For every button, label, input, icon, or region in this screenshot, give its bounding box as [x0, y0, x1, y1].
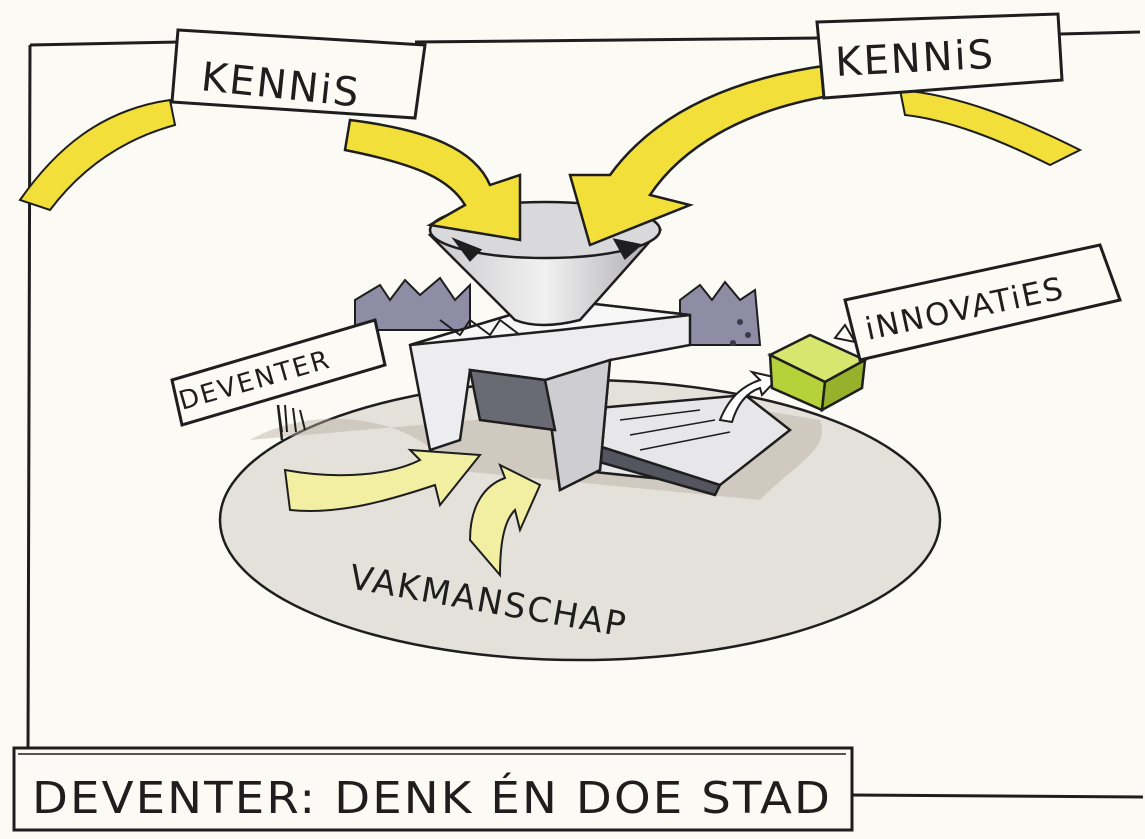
output-arrow — [718, 370, 780, 424]
city-skyline — [354, 276, 762, 346]
frame-border — [26, 30, 1144, 799]
knowledge-arrow-tails — [18, 88, 1083, 212]
kennis-left-box: KENNiS — [170, 28, 427, 120]
innovaties-box: iNNOVATiES — [833, 243, 1122, 362]
innovation-cube — [767, 333, 868, 413]
kennis-right-label: KENNiS — [834, 32, 996, 86]
knowledge-arrows — [343, 63, 837, 247]
kennis-right-box: KENNiS — [815, 12, 1064, 100]
caption-box: DEVENTER: DENK ÉN DOE STAD — [12, 746, 854, 832]
city-dots — [730, 319, 751, 346]
caption-label: DEVENTER: DENK ÉN DOE STAD — [32, 771, 832, 824]
craftsmanship-arrows — [283, 448, 542, 578]
